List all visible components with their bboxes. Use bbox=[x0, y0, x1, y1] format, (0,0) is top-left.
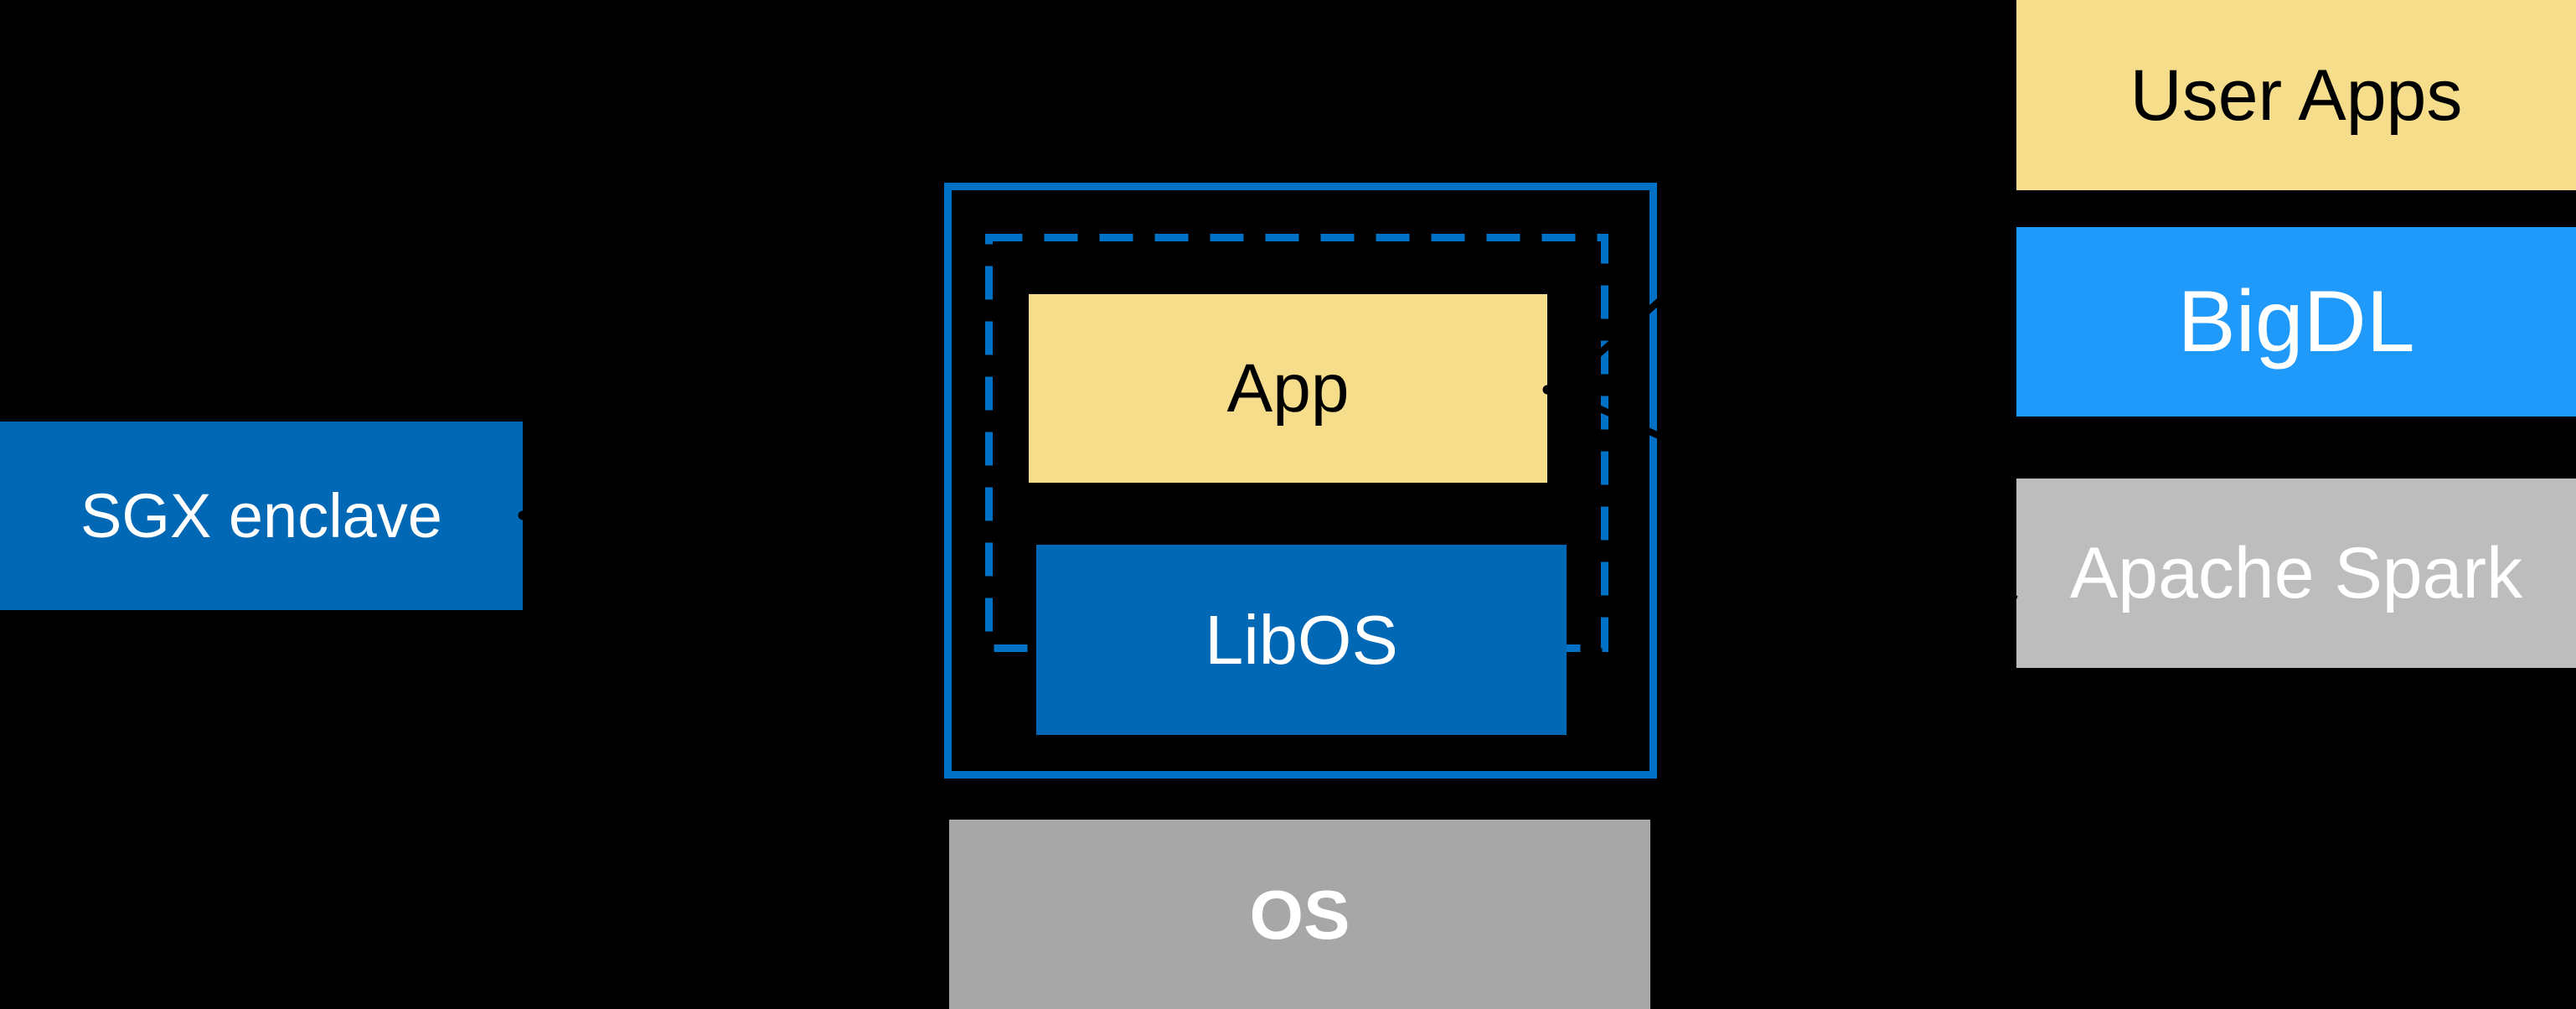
apache-spark-label: Apache Spark bbox=[2069, 533, 2523, 613]
sgx-enclave-label: SGX enclave bbox=[80, 480, 442, 551]
user-apps-box: User Apps bbox=[2016, 0, 2576, 190]
app-box: App bbox=[1029, 294, 1547, 483]
apache-spark-box: Apache Spark bbox=[2016, 479, 2576, 668]
app-label: App bbox=[1226, 349, 1350, 427]
sgx-enclave-box: SGX enclave bbox=[0, 422, 523, 610]
bigdl-label: BigDL bbox=[2177, 273, 2415, 370]
user-apps-label: User Apps bbox=[2129, 54, 2463, 136]
os-label: OS bbox=[1249, 875, 1350, 954]
os-box: OS bbox=[949, 820, 1650, 1009]
libos-label: LibOS bbox=[1205, 601, 1398, 679]
bigdl-box: BigDL bbox=[2016, 227, 2576, 417]
libos-box: LibOS bbox=[1036, 545, 1567, 735]
